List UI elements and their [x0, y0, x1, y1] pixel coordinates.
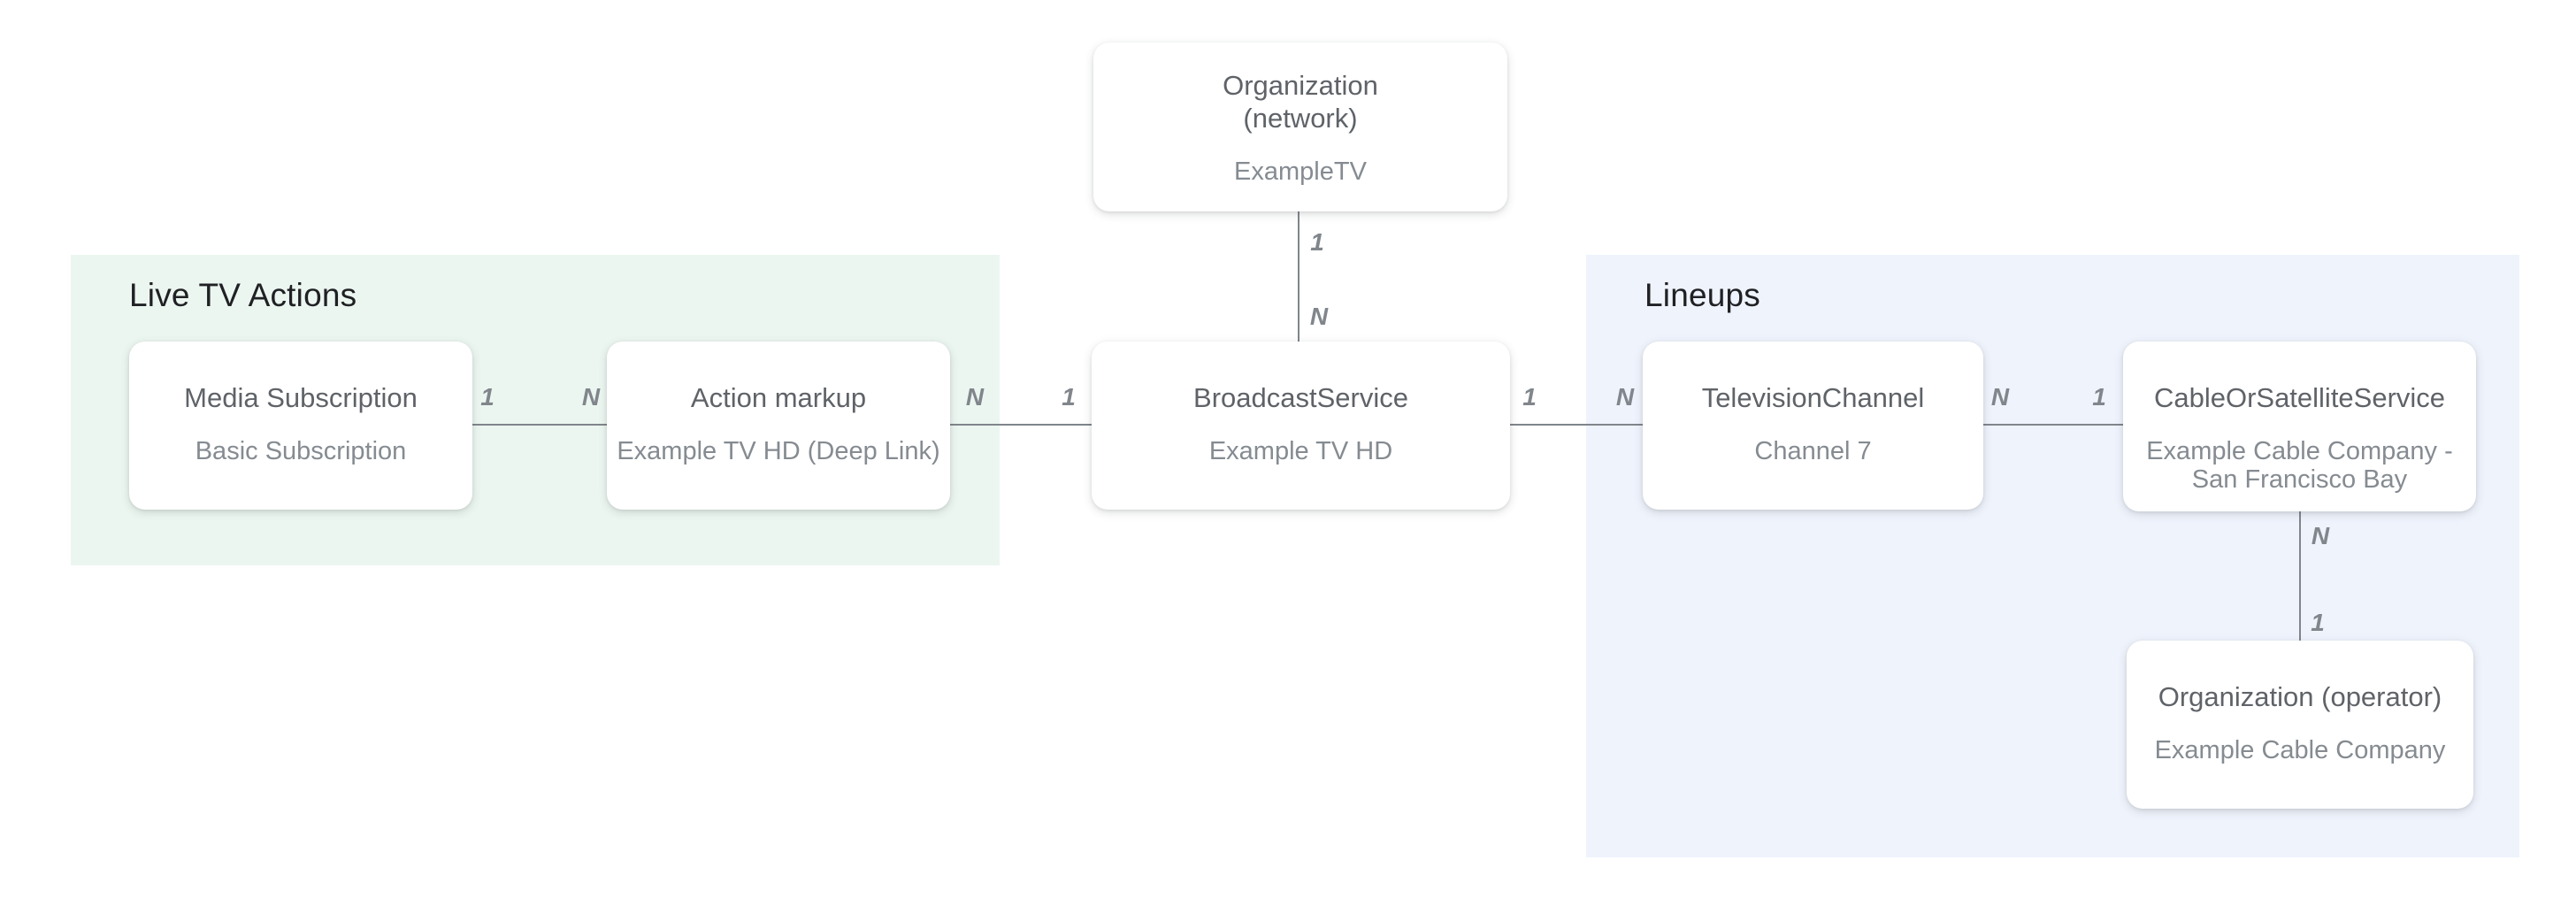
- org-operator-title: Organization (operator): [2158, 680, 2442, 713]
- cardinality-media-action-right: N: [581, 383, 601, 411]
- cardinality-broadcast-channel-right: N: [1615, 383, 1635, 411]
- media-subscription-node: Media Subscription Basic Subscription: [129, 342, 472, 510]
- television-channel-subtitle: Channel 7: [1754, 437, 1871, 465]
- cable-or-satellite-service-node: CableOrSatelliteService Example Cable Co…: [2123, 342, 2476, 511]
- node-title-line: (network): [1243, 103, 1358, 134]
- action-markup-title: Action markup: [691, 381, 866, 414]
- node-subtitle-line: Example TV HD: [1208, 437, 1393, 465]
- node-subtitle-line: ExampleTV: [1234, 157, 1367, 186]
- node-title-line: TelevisionChannel: [1701, 382, 1925, 413]
- television-channel-title: TelevisionChannel: [1702, 381, 1925, 414]
- cardinality-media-action-left: 1: [480, 383, 494, 411]
- cardinality-channel-cable-left: N: [1990, 383, 2010, 411]
- node-title-line: CableOrSatelliteService: [2153, 382, 2446, 413]
- media-subscription-subtitle: Basic Subscription: [196, 437, 407, 465]
- cardinality-network-broadcast-bottom: N: [1309, 303, 1329, 330]
- broadcast-service-subtitle: Example TV HD: [1209, 437, 1392, 465]
- cardinality-action-broadcast-left: N: [965, 383, 985, 411]
- node-subtitle-line: Basic Subscription: [195, 437, 407, 465]
- node-subtitle-line: Example Cable Company: [2154, 736, 2446, 764]
- broadcast-service-node: BroadcastService Example TV HD: [1092, 342, 1510, 510]
- cardinality-action-broadcast-right: 1: [1062, 383, 1076, 411]
- node-title-line: Organization (operator): [2158, 681, 2442, 712]
- broadcast-service-title: BroadcastService: [1193, 381, 1408, 414]
- cardinality-cable-operator-bottom: 1: [2311, 609, 2325, 636]
- media-subscription-title: Media Subscription: [184, 381, 418, 414]
- cardinality-channel-cable-right: 1: [2092, 383, 2106, 411]
- cardinality-network-broadcast-top: 1: [1310, 228, 1324, 256]
- org-network-title: Organization (network): [1223, 69, 1378, 134]
- action-markup-subtitle: Example TV HD (Deep Link): [617, 437, 939, 465]
- lineups-region-title: Lineups: [1644, 277, 1761, 313]
- node-subtitle-line: Channel 7: [1754, 437, 1872, 465]
- org-network-subtitle: ExampleTV: [1234, 157, 1367, 186]
- live-tv-actions-region-title: Live TV Actions: [129, 277, 357, 313]
- cable-or-satellite-service-subtitle: Example Cable Company - San Francisco Ba…: [2146, 437, 2453, 494]
- node-title-line: Media Subscription: [184, 382, 418, 413]
- action-markup-node: Action markup Example TV HD (Deep Link): [607, 342, 950, 510]
- org-network-node: Organization (network) ExampleTV: [1093, 42, 1507, 211]
- television-channel-node: TelevisionChannel Channel 7: [1643, 342, 1983, 510]
- org-operator-subtitle: Example Cable Company: [2155, 736, 2446, 764]
- cardinality-cable-operator-top: N: [2311, 522, 2330, 549]
- node-title-line: BroadcastService: [1193, 382, 1408, 413]
- node-subtitle-line: San Francisco Bay: [2191, 465, 2408, 494]
- org-operator-node: Organization (operator) Example Cable Co…: [2127, 641, 2473, 809]
- cardinality-broadcast-channel-left: 1: [1522, 383, 1537, 411]
- node-subtitle-line: Example TV HD (Deep Link): [617, 437, 940, 465]
- node-title-line: Organization: [1223, 70, 1378, 101]
- node-subtitle-line: Example Cable Company -: [2146, 437, 2453, 465]
- cable-or-satellite-service-title: CableOrSatelliteService: [2154, 381, 2445, 414]
- node-title-line: Action markup: [690, 382, 867, 413]
